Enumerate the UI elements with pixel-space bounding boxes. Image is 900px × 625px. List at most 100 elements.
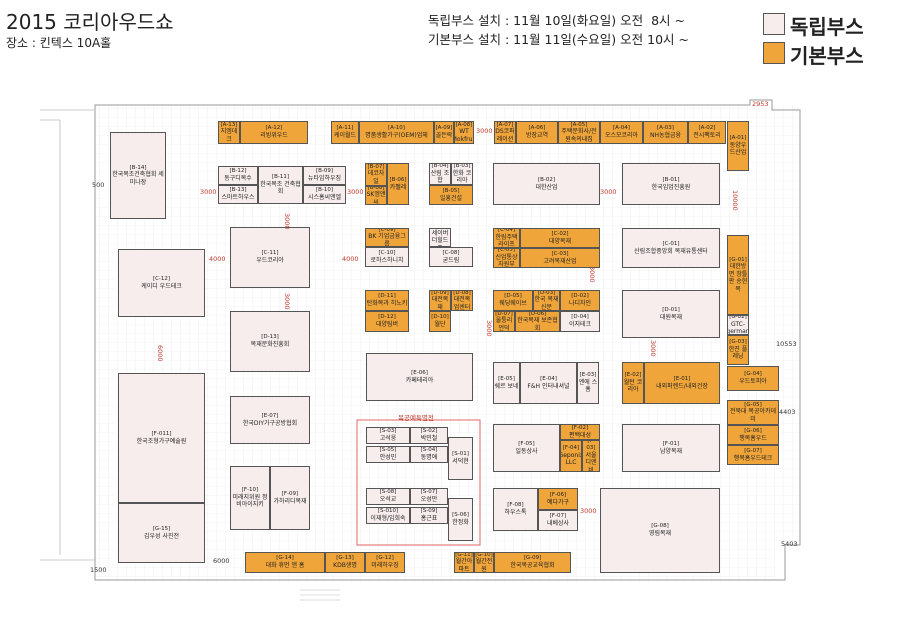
booth-f-08[interactable]: [F-08]하우스톡 [493,488,538,531]
booth-g-15[interactable]: [G-15]김우성 사진전 [118,503,205,563]
booth-id: [F-04] [562,445,580,452]
booth-g-08[interactable]: [G-08]영림목재 [600,488,720,573]
booth-id: [G-06] [744,427,762,434]
booth-b-01[interactable]: [B-01]한국임업진흥원 [622,163,720,205]
booth-g-06[interactable]: [G-06]행복홈우드 [727,425,779,445]
booth-a-05[interactable]: [A-05]주택문화사/전원속의내집 [558,121,600,144]
booth-d-13[interactable]: [D-13]목재문화진흥회 [230,311,310,372]
booth-b-13[interactable]: [B-13]스마트하우스 [218,185,258,204]
booth-b-05[interactable]: [B-05]일흥건설 [429,185,473,205]
booth-f-03[interactable]: [F-03]서울 디엔비 [582,440,600,472]
booth-b-08[interactable]: [B-08]SK엠앤씨 [365,186,387,205]
booth-e-01[interactable]: [E-01]내외퍼렌드/내외건장 [644,362,720,404]
booth-s-05[interactable]: [S-05]안성민 [366,446,410,463]
booth-id: [D-02] [571,293,589,300]
booth-a-06[interactable]: [A-06]방장교역 [516,121,558,144]
booth-s-02[interactable]: [S-02]박민철 [410,427,448,444]
dimension-label: 500 [92,181,105,189]
booth-e-05[interactable]: [E-05]쉐르 보네 [493,362,520,404]
booth-d-01[interactable]: [D-01]대원목재 [622,290,720,338]
booth-a-07[interactable]: [A-07]DS코퍼레이션 [494,121,516,144]
booth-a-03[interactable]: [A-03]NH농협금융 [643,121,688,144]
booth-s-09[interactable]: [S-09]홍근표 [410,507,448,524]
booth-d-12[interactable]: [D-12]대양팀버 [365,311,409,332]
booth-s-010[interactable]: [S-010]이재형/임희숙 [366,507,410,524]
booth-c-09[interactable]: [C-09]BK 기업금융그룹 [365,228,409,247]
booth-e-07[interactable]: [E-07]한국DIY가구공방협회 [230,396,310,444]
booth-c-05[interactable]: [C-05]신업통상 자원부 [493,248,520,268]
booth-g-10[interactable]: [G-10]월간전원 [474,552,494,573]
booth-s-04[interactable]: [S-04]동명애 [410,446,448,463]
booth-e-02[interactable]: [E-02]월턴 코리아 [622,362,644,404]
booth-c-11[interactable]: [C-11]우드코리아 [230,227,310,288]
booth-d-06[interactable]: [D-06]한국목재 보존협회 [515,311,560,332]
booth-b-02[interactable]: [B-02]대한산업 [493,163,600,205]
booth-s-03[interactable]: [S-03]고석웅 [366,427,410,444]
booth-b-11[interactable]: [B-11]한국목조 건축협회 [258,166,303,204]
booth-d-11[interactable]: [D-11]탄화목과 히노키 [365,290,409,311]
booth-b-12[interactable]: [B-12]동구디목수 [218,166,258,185]
booth-f-09[interactable]: [F-09]가하리디목재 [270,466,310,530]
booth-id: [F-06] [549,491,567,498]
booth-g-11[interactable]: [G-11]월간아파트 [454,552,474,573]
booth-g-14[interactable]: [G-14]대화 휴먼 앤 홈 [245,552,325,573]
booth-a-02[interactable]: [A-02]전시팩토리 [688,121,726,144]
booth-e-06[interactable]: [E-06]카페테리아 [366,353,473,401]
booth-d-07[interactable]: [D-07]울퉁리 언덕 [493,311,515,332]
booth-f-07[interactable]: [F-07]내베상사 [538,510,578,531]
booth-f-01[interactable]: [F-01]남양목재 [622,424,720,472]
booth-g-02[interactable]: [G-02]GTC-german [727,315,749,335]
booth-c-07[interactable]: [C-07]세이버 더힐드폰 [429,228,451,247]
booth-c-12[interactable]: [C-12]케이디 우드테크 [118,249,205,317]
booth-e-03[interactable]: [E-03]엔에 스홈 [577,362,599,404]
booth-g-07[interactable]: [G-07]행복홈우드테크 [727,445,779,465]
booth-a-13[interactable]: [A-13]지엠데크 [218,121,240,144]
booth-f-011[interactable]: [F-011]한국조형가구예술원 [118,373,205,503]
booth-b-10[interactable]: [B-10]시스홈씨앤엘 [303,185,346,204]
booth-d-08[interactable]: [D-08]대전목업센터 [451,290,473,311]
booth-g-12[interactable]: [G-12]미래하우징 [365,552,405,573]
booth-s-07[interactable]: [S-07]오성만 [410,488,448,505]
booth-b-07[interactable]: [B-07]데코자일 [365,163,387,186]
booth-g-05[interactable]: [G-05]전북대 목공아카데미 [727,400,779,425]
booth-d-03[interactable]: [D-03]한국 목재신문 [533,290,560,311]
booth-f-10[interactable]: [F-10]미래지위원 정비아이지키 [230,466,270,530]
booth-a-09[interactable]: [A-09]골든락 [434,121,454,144]
booth-c-03[interactable]: [C-03]고려목재산업 [520,248,600,268]
booth-a-04[interactable]: [A-04]오스모코리아 [600,121,643,144]
booth-d-09[interactable]: [D-09]대전목재 [429,290,451,311]
booth-c-08[interactable]: [C-08]굳드림 [429,247,473,267]
booth-b-06[interactable]: [B-06]카펠레 [387,163,409,205]
booth-id: [A-13] [220,121,238,128]
booth-f-05[interactable]: [F-05]일동상사 [493,424,560,472]
booth-a-10[interactable]: [A-10]명품생활가구(OEM)업체 [359,121,434,144]
booth-g-01[interactable]: [G-01]대한방면 창틀판 송현목 [727,235,749,315]
booth-s-01[interactable]: [S-01]서덕현 [448,437,473,480]
booth-f-06[interactable]: [F-06]예다가구 [538,488,578,510]
booth-g-03[interactable]: [G-03]한진 플레닝 [727,335,749,365]
booth-c-10[interactable]: [C-10]로하스하니치 [365,247,409,267]
booth-g-13[interactable]: [G-13]KDB생명 [325,552,365,573]
booth-d-05[interactable]: [D-05]웨딩웨이브 [493,290,533,311]
booth-b-03[interactable]: [B-03]한화 코리아 [451,163,473,185]
booth-c-02[interactable]: [C-02]대양목재 [520,228,600,248]
booth-a-08[interactable]: [A-08]WT Mokfrup [454,121,474,144]
booth-c-04[interactable]: [C-04]한림주택 라이프 [493,228,520,248]
booth-a-11[interactable]: [A-11]케이월드 [331,121,359,144]
booth-c-01[interactable]: [C-01]산림조합중앙회 목재유통센터 [622,228,720,268]
booth-d-02[interactable]: [D-02]나디자인 [560,290,600,311]
booth-b-04[interactable]: [B-04]산림 조합 [429,163,451,185]
booth-a-01[interactable]: [A-01]동양우드산업 [727,121,749,171]
booth-s-08[interactable]: [S-08]오석교 [366,488,410,505]
booth-e-04[interactable]: [E-04]F&H 인터내셔널 [520,362,577,404]
booth-g-09[interactable]: [G-09]한국목공교육협회 [494,552,571,573]
booth-d-10[interactable]: [D-10]월단 [429,311,451,332]
booth-f-04[interactable]: [F-04]Geponix LLC [560,440,582,472]
booth-d-04[interactable]: [D-04]이지테크 [560,311,600,332]
booth-s-06[interactable]: [S-06]한정화 [448,498,473,541]
booth-b-09[interactable]: [B-09]뉴타임하우징 [303,166,346,185]
booth-f-02[interactable]: [F-02]편백대성 [560,424,600,440]
booth-b-14[interactable]: [B-14]한국목조건축협회 세미나장 [110,132,166,219]
booth-a-12[interactable]: [A-12]리빙위우드 [240,121,308,144]
booth-g-04[interactable]: [G-04]우드토피아 [727,366,779,391]
